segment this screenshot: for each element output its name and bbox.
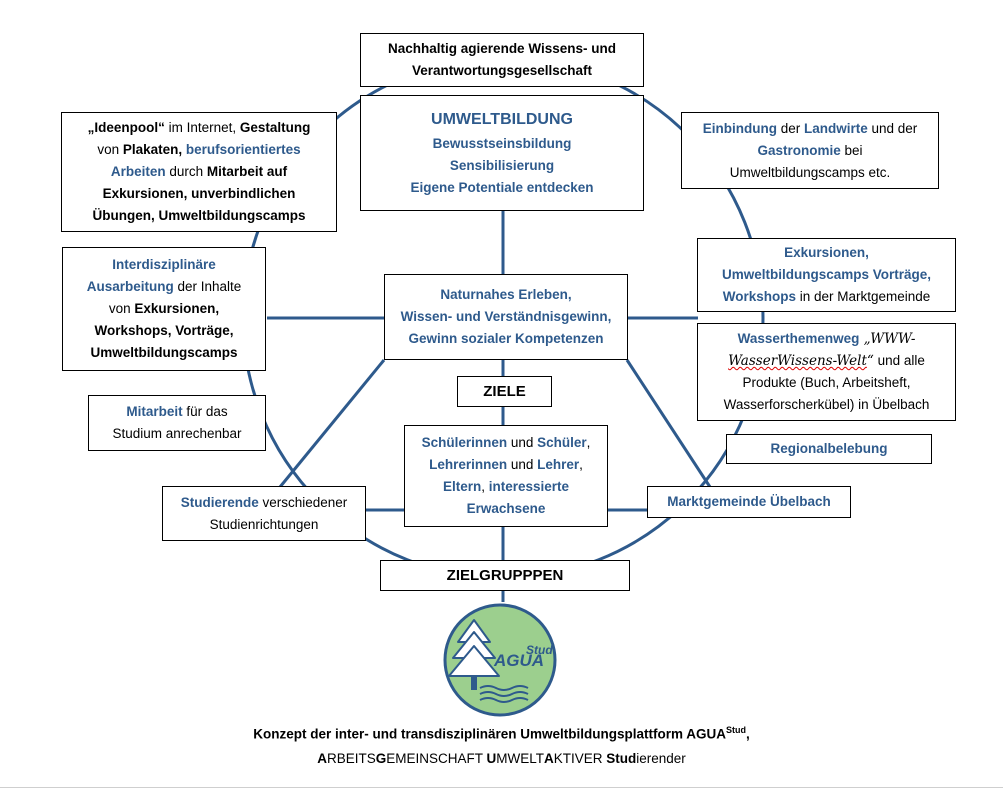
regionalbelebung-label: Regionalbelebung: [770, 441, 888, 456]
box-exkursionen: Exkursionen, Umweltbildungscamps Vorträg…: [697, 238, 956, 312]
box-interdisziplinaer: Interdisziplinäre Ausarbeitung der Inhal…: [62, 247, 266, 371]
water-waves-icon: [479, 685, 529, 703]
einbindung-line1: Einbindung der Landwirte und der: [702, 120, 918, 136]
bottom-divider: [0, 787, 1003, 788]
wasserthemenweg-line3: Produkte (Buch, Arbeitsheft,: [742, 375, 911, 390]
ideenpool-line1: „Ideenpool“ im Internet, Gestaltung: [87, 120, 311, 135]
ideenpool-line5: Übungen, Umweltbildungscamps: [92, 208, 306, 223]
schuelerinnen-line4: Erwachsene: [466, 501, 546, 516]
studierende-line2: Studienrichtungen: [209, 516, 319, 532]
interdisziplinaer-line5: Umweltbildungscamps: [90, 345, 238, 360]
umweltbildung-line2: Sensibilisierung: [449, 158, 555, 173]
wasserthemenweg-line1: Wasserthemenweg „WWW-: [737, 331, 916, 347]
connector-diagonal-right: [625, 359, 712, 488]
box-studierende: Studierende verschiedener Studienrichtun…: [162, 486, 366, 541]
caption: Konzept der inter- und transdisziplinäre…: [0, 718, 1003, 771]
box-einbindung: Einbindung der Landwirte und der Gastron…: [681, 112, 939, 189]
umweltbildung-title: UMWELTBILDUNG: [431, 111, 573, 128]
einbindung-line3: Umweltbildungscamps etc.: [729, 164, 891, 180]
schuelerinnen-line3: Eltern, interessierte: [442, 479, 570, 494]
einbindung-line2: Gastronomie bei: [757, 142, 863, 158]
interdisziplinaer-line2: Ausarbeitung der Inhalte: [86, 279, 242, 294]
box-ideenpool: „Ideenpool“ im Internet, Gestaltung von …: [61, 112, 337, 232]
box-regionalbelebung: Regionalbelebung: [726, 434, 932, 464]
mitarbeit-line2: Studium anrechenbar: [112, 426, 242, 441]
box-ziele: ZIELE: [457, 376, 552, 407]
umweltbildung-line1: Bewusstseinsbildung: [432, 136, 572, 151]
ideenpool-line3: Arbeiten durch Mitarbeit auf: [110, 164, 288, 179]
ziele-label: ZIELE: [483, 382, 526, 400]
box-schuelerinnen: Schülerinnen und Schüler, Lehrerinnen un…: [404, 425, 608, 527]
agua-stud-logo: AGUA Stud: [442, 602, 558, 718]
connector-diagonal-left: [278, 359, 386, 488]
wasserthemenweg-line4: Wasserforscherkübel) in Übelbach: [723, 397, 930, 412]
caption-line2: ARBEITSGEMEINSCHAFT UMWELTAKTIVER Studie…: [317, 750, 686, 766]
box-wasserthemenweg: Wasserthemenweg „WWW- WasserWissens-Welt…: [697, 323, 956, 421]
logo-text: AGUA: [493, 651, 544, 670]
box-zielgruppen-label: ZIELGRUPPPEN: [380, 560, 630, 591]
marktgemeinde-label: Marktgemeinde Übelbach: [667, 494, 831, 509]
umweltbildung-line3: Eigene Potentiale entdecken: [410, 180, 594, 195]
tree-icon: [448, 619, 500, 690]
logo-sup: Stud: [526, 643, 553, 657]
studierende-line1: Studierende verschiedener: [180, 494, 348, 510]
box-umweltbildung: UMWELTBILDUNG Bewusstseinsbildung Sensib…: [360, 95, 644, 211]
box-wissensgesellschaft-line1: Nachhaltig agierende Wissens- und: [388, 41, 616, 56]
box-wissensgesellschaft: Nachhaltig agierende Wissens- und Verant…: [360, 33, 644, 87]
ideenpool-line2: von Plakaten, berufsorientiertes: [97, 142, 301, 157]
mitarbeit-line1: Mitarbeit für das: [126, 404, 228, 419]
naturnahes-line2: Wissen- und Verständnisgewinn,: [400, 309, 612, 324]
naturnahes-line3: Gewinn sozialer Kompetenzen: [408, 331, 604, 346]
caption-line1: Konzept der inter- und transdisziplinäre…: [253, 725, 750, 742]
naturnahes-line1: Naturnahes Erleben,: [440, 287, 572, 302]
zielgruppen-label: ZIELGRUPPPEN: [446, 566, 564, 584]
ideenpool-line4: Exkursionen, unverbindlichen: [102, 186, 296, 201]
box-marktgemeinde: Marktgemeinde Übelbach: [647, 486, 851, 518]
schuelerinnen-line2: Lehrerinnen und Lehrer,: [429, 457, 583, 472]
interdisziplinaer-line3: von Exkursionen,: [108, 301, 220, 316]
box-mitarbeit: Mitarbeit für das Studium anrechenbar: [88, 395, 266, 451]
schuelerinnen-line1: Schülerinnen und Schüler,: [421, 435, 591, 450]
exkursionen-line2: Umweltbildungscamps Vorträge,: [721, 267, 932, 282]
exkursionen-line3: Workshops in der Marktgemeinde: [722, 289, 931, 304]
box-naturnahes-erleben: Naturnahes Erleben, Wissen- und Verständ…: [384, 274, 628, 360]
interdisziplinaer-line4: Workshops, Vorträge,: [94, 323, 234, 338]
interdisziplinaer-line1: Interdisziplinäre: [112, 257, 216, 272]
wasserthemenweg-line2: WasserWissens-Welt“ und alle: [728, 353, 925, 369]
exkursionen-line1: Exkursionen,: [784, 245, 869, 260]
box-wissensgesellschaft-line2: Verantwortungsgesellschaft: [411, 63, 593, 78]
